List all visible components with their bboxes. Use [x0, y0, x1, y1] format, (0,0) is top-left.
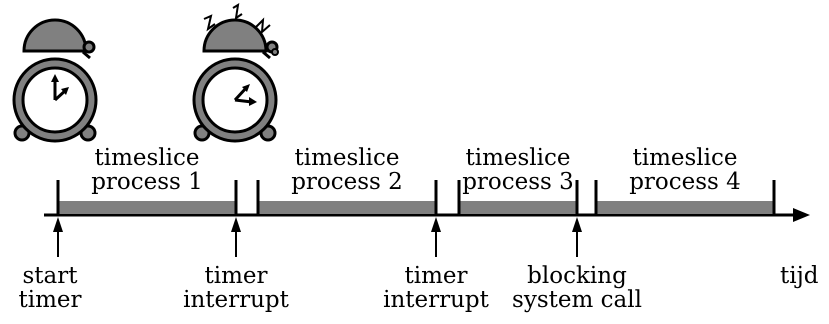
timeslice-label-2: timeslice process 2 — [291, 145, 403, 195]
event-arrow-blocking — [572, 217, 582, 257]
event-arrow-timer-1 — [231, 217, 241, 257]
timeslice-bar-1 — [58, 201, 236, 214]
event-arrow-timer-2 — [431, 217, 441, 257]
timeslice-bar-4 — [596, 201, 774, 214]
timeslice-label-4: timeslice process 4 — [629, 145, 741, 195]
event-arrows — [53, 217, 582, 257]
time-axis — [44, 208, 810, 222]
axis-label: tijd — [780, 263, 819, 289]
timeslice-bar-2 — [258, 201, 436, 214]
timeslice-bars — [56, 180, 776, 215]
event-label-timer-interrupt-2: timer interrupt — [383, 263, 489, 313]
timeslice-label-3: timeslice process 3 — [462, 145, 574, 195]
event-label-timer-interrupt-1: timer interrupt — [183, 263, 289, 313]
event-arrow-start — [53, 217, 63, 257]
event-label-blocking-system-call: blocking system call — [512, 263, 642, 313]
ringing-alarm-clock-icon — [192, 3, 279, 143]
alarm-clock-icon — [12, 18, 98, 143]
axis-arrowhead — [793, 208, 810, 222]
timeslice-bar-3 — [459, 201, 577, 214]
timeslice-label-1: timeslice process 1 — [91, 145, 203, 195]
event-label-start-timer: start timer — [18, 263, 82, 313]
